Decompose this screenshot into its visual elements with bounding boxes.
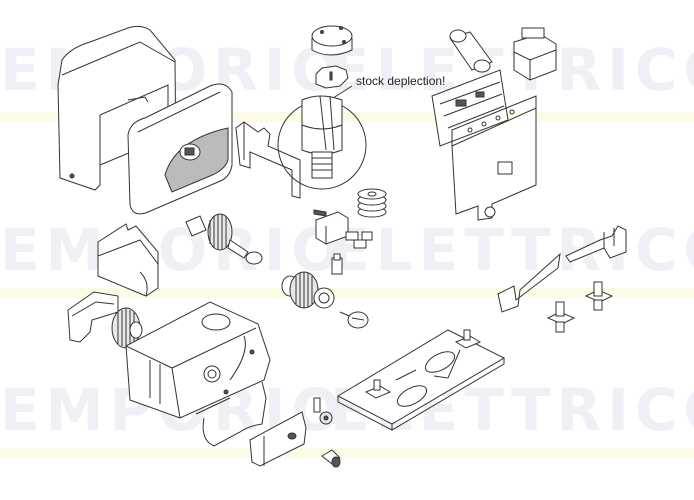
pinion — [111, 307, 143, 349]
cable-guide-cover — [97, 223, 159, 297]
motor-detail-circle — [277, 95, 367, 190]
gearbox-housing — [125, 301, 271, 419]
watermark-text: ELETTRICO — [330, 36, 694, 104]
drive-gear — [281, 271, 335, 309]
transformer — [513, 27, 557, 81]
capacitor — [449, 29, 493, 73]
key — [321, 449, 341, 468]
stock-depletion-annotation: stock deplection! — [356, 74, 446, 88]
watermark-band — [0, 112, 694, 122]
control-board — [431, 69, 509, 147]
limit-switch-block — [313, 209, 349, 245]
motor-bracket — [235, 121, 301, 199]
lock-cylinder — [313, 397, 333, 425]
watermark-text: ELETTRICO — [330, 216, 694, 284]
connector-clip — [331, 253, 343, 275]
limit-switch-cams — [497, 225, 627, 313]
worm-shaft-gear — [185, 213, 263, 265]
encoder-disc — [315, 65, 349, 89]
board-mounting-plate — [451, 95, 537, 221]
pinion-cover — [67, 291, 119, 343]
front-cover — [127, 83, 233, 215]
release-lever — [195, 381, 267, 447]
watermark-band — [0, 448, 694, 458]
release-cover — [249, 411, 307, 467]
terminal-connectors — [345, 231, 373, 249]
spring-washers — [357, 188, 387, 218]
encoder-cap — [311, 25, 353, 56]
watermark-text: EMPORIO — [0, 216, 347, 284]
cam-screw — [339, 311, 369, 329]
anchor-bolts — [546, 281, 614, 333]
foundation-plate — [336, 329, 506, 431]
watermark-band — [0, 288, 694, 298]
